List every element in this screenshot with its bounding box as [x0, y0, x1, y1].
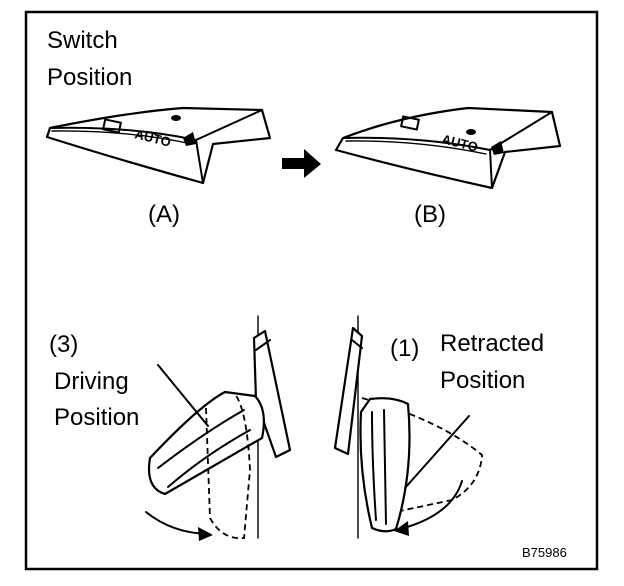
switch-a-illustration: AUTO — [45, 106, 272, 185]
switch-b-indicator-dot — [466, 129, 476, 135]
switch-change-arrow — [282, 149, 321, 178]
switch-a-label: (A) — [148, 201, 180, 228]
switch-b-retract-icon — [400, 115, 420, 131]
driving-leader-line — [157, 364, 209, 427]
driving-position-label-line2: Position — [54, 404, 139, 431]
driving-rotation-arrowhead — [198, 527, 213, 541]
retracted-position-label-line2: Position — [440, 367, 525, 394]
figure-frame — [24, 10, 599, 571]
switch-b-illustration: AUTO — [334, 106, 562, 190]
switch-position-label-line2: Position — [47, 64, 132, 91]
switch-a-mirror-icon — [183, 132, 196, 146]
driving-position-label-line1: Driving — [54, 368, 129, 395]
switch-a-retract-icon — [102, 118, 122, 134]
retracted-leader-line — [404, 415, 470, 489]
driving-position-number: (3) — [49, 331, 78, 358]
switch-b-mirror-icon — [491, 141, 504, 155]
figure-code: B75986 — [522, 545, 567, 560]
retracted-position-label-line1: Retracted — [440, 330, 544, 357]
switch-position-label-line1: Switch — [47, 27, 118, 54]
switch-a-indicator-dot — [171, 115, 181, 121]
retracted-position-number: (1) — [390, 335, 419, 362]
right-mirror-retracted-position — [333, 315, 483, 539]
left-mirror-driving-position — [145, 315, 292, 541]
retracted-rotation-arrowhead — [394, 521, 409, 536]
switch-b-label: (B) — [414, 201, 446, 228]
